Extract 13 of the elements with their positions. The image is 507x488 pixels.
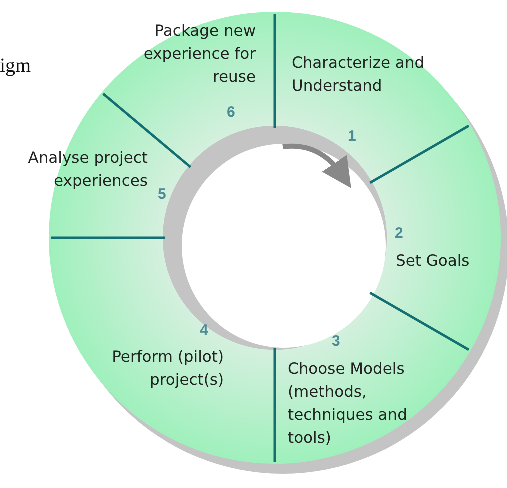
cut-off-title: igm — [0, 55, 32, 78]
step-label: Choose Models (methods, techniques and tools) — [288, 359, 408, 449]
step-number: 2 — [395, 225, 404, 242]
step-number: 3 — [332, 333, 340, 350]
step-number: 4 — [200, 322, 208, 339]
step-label: Perform (pilot) project(s) — [111, 347, 224, 391]
step-number: 6 — [227, 104, 236, 121]
step-number: 5 — [158, 186, 166, 203]
step-label: Characterize and Understand — [292, 53, 426, 97]
step-label: Set Goals — [396, 251, 471, 272]
step-number: 1 — [348, 128, 356, 145]
step-label: Package new experience for reuse — [142, 21, 256, 88]
step-label: Analyse project experiences — [27, 148, 148, 192]
